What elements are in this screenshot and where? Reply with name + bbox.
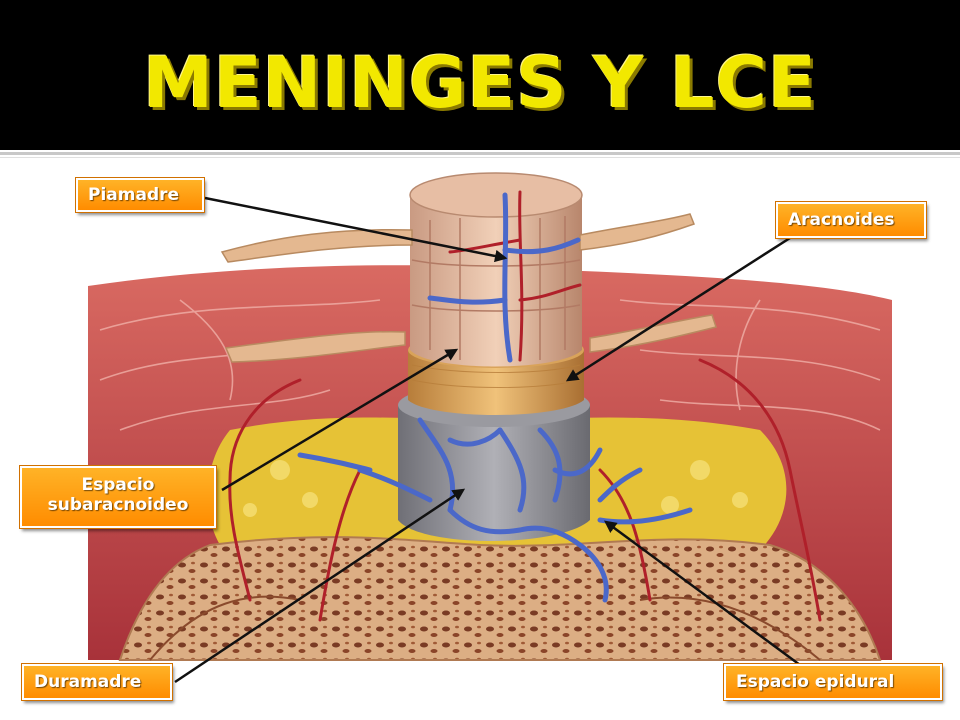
pointer-espacio-subaracnoideo	[221, 348, 459, 492]
pointer-piamadre	[204, 196, 508, 263]
dura-mater	[398, 405, 590, 541]
arachnoid-layer	[408, 350, 584, 415]
label-piamadre: Piamadre	[75, 177, 205, 213]
header-divider	[0, 152, 960, 155]
label-aracnoides: Aracnoides	[775, 201, 927, 239]
pointer-duramadre	[174, 488, 466, 684]
label-espacio-epidural: Espacio epidural	[723, 663, 943, 701]
vertebral-bone	[118, 536, 882, 661]
label-espacio-subaracnoideo: Espacio subaracnoideo	[19, 465, 217, 529]
nerve-roots	[220, 213, 717, 363]
pointer-espacio-epidural	[603, 520, 801, 667]
header-divider-thin	[0, 157, 960, 158]
header-bar: MENINGES Y LCE	[0, 0, 960, 150]
label-duramadre: Duramadre	[21, 663, 173, 701]
slide-title: MENINGES Y LCE	[143, 42, 817, 124]
pointer-aracnoides	[565, 236, 791, 382]
spinal-cord	[410, 195, 582, 367]
pointer-lines	[174, 196, 801, 684]
